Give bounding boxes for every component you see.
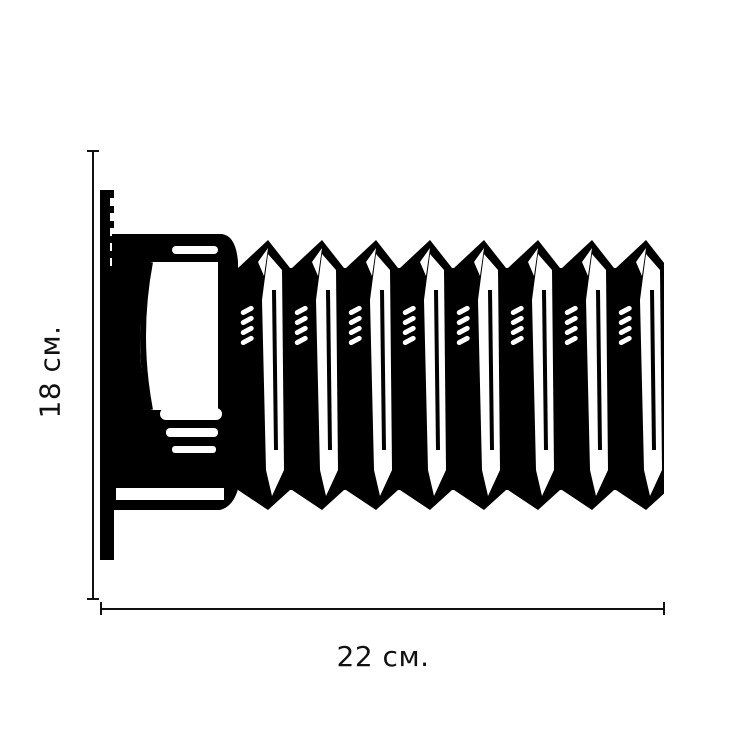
- thread-ridge: [454, 240, 506, 510]
- thread-glint: [240, 315, 254, 326]
- thread-ridge: [616, 240, 668, 510]
- thread-glint: [510, 325, 524, 336]
- thread-glint: [294, 315, 308, 326]
- thread-glint: [456, 305, 470, 316]
- thread-glint: [618, 305, 632, 316]
- artwork-edge-mask: [664, 200, 750, 540]
- thread-glint: [456, 315, 470, 326]
- thread-glint: [240, 335, 254, 346]
- thread-glint: [456, 335, 470, 346]
- thread-ridge: [292, 240, 344, 510]
- screw-threads: [238, 200, 750, 540]
- thread-glint: [348, 305, 362, 316]
- width-dimension-line: [100, 602, 665, 615]
- thread-glint: [348, 325, 362, 336]
- screw-icon: [100, 190, 750, 560]
- thread-glint: [564, 335, 578, 346]
- thread-glint: [402, 305, 416, 316]
- thread-glint: [618, 335, 632, 346]
- thread-glint: [402, 315, 416, 326]
- thread-glint: [240, 305, 254, 316]
- screw-head-plate: [100, 190, 114, 560]
- width-dimension-label: 22 см.: [336, 640, 430, 673]
- thread-glint: [564, 305, 578, 316]
- thread-ridge: [238, 240, 290, 510]
- thread-glint: [240, 325, 254, 336]
- thread-glint: [618, 315, 632, 326]
- thread-ridge: [562, 240, 614, 510]
- thread-ridge: [508, 240, 560, 510]
- thread-glint: [510, 305, 524, 316]
- thread-glint: [510, 335, 524, 346]
- screw-hex-head: [112, 234, 240, 510]
- thread-ridge: [400, 240, 452, 510]
- thread-glint: [510, 315, 524, 326]
- thread-glint: [402, 325, 416, 336]
- thread-glint: [294, 335, 308, 346]
- thread-glint: [564, 325, 578, 336]
- height-dimension-line: [87, 150, 99, 600]
- thread-glint: [402, 335, 416, 346]
- thread-glint: [456, 325, 470, 336]
- thread-glint: [294, 305, 308, 316]
- thread-glint: [348, 315, 362, 326]
- thread-glint: [618, 325, 632, 336]
- thread-glint: [564, 315, 578, 326]
- height-dimension-label: 18 см.: [33, 325, 67, 419]
- thread-ridge: [346, 240, 398, 510]
- thread-glint: [348, 335, 362, 346]
- thread-glint: [294, 325, 308, 336]
